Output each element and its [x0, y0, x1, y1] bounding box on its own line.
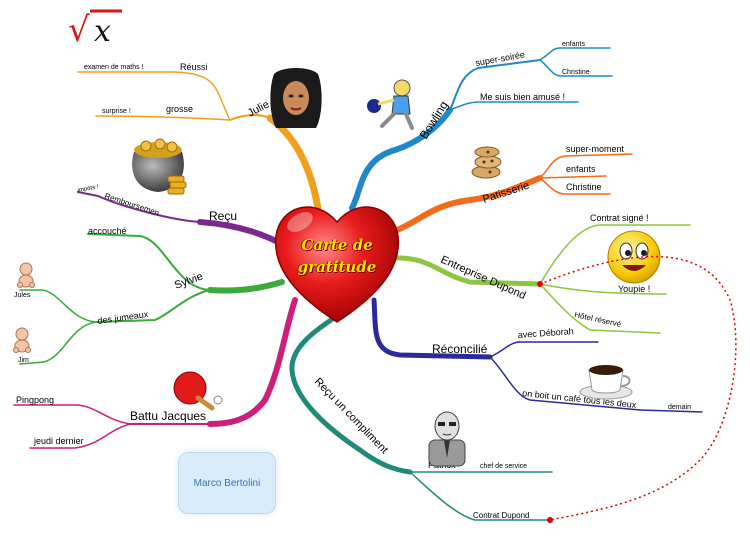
sylvie-accouche: accouché	[88, 226, 127, 236]
patisserie-label: Patisserie	[481, 180, 531, 206]
julie-reussi: Réussi	[180, 62, 208, 72]
battu-pingpong: Pingpong	[16, 395, 54, 405]
author-name: Marco Bertolini	[193, 477, 261, 489]
branch-entreprise[interactable]	[389, 224, 691, 334]
sylvie-jumeaux: des jumeaux	[97, 309, 149, 326]
bowling-amuse: Me suis bien amusé !	[480, 92, 565, 102]
branch-battu[interactable]	[13, 297, 298, 449]
reconcilie-label: Réconcilié	[432, 342, 488, 356]
variable-x: x	[94, 14, 111, 49]
businessman-icon	[428, 411, 466, 467]
baby-icon	[13, 327, 31, 353]
recu-remboursement: Remboursemen	[103, 191, 160, 217]
entreprise-youpie: Youpie !	[618, 284, 650, 294]
sylvie-jim: Jim	[18, 357, 29, 364]
author-note: Marco Bertolini	[178, 452, 276, 514]
patisserie-christine: Christine	[566, 182, 602, 192]
cookies-icon	[471, 146, 502, 179]
patisserie-moment: super-moment	[566, 144, 625, 154]
branch-reconcilie[interactable]	[371, 297, 703, 413]
branch-patisserie[interactable]	[389, 153, 633, 235]
reconcilie-demain: demain	[668, 404, 691, 411]
recu-impots: impôts !	[77, 184, 99, 194]
coffee-cup-icon	[579, 365, 633, 400]
recu-label: Reçu	[209, 209, 237, 223]
bowling-christine: Christine	[562, 69, 590, 76]
square-root-logo: √ x	[68, 9, 122, 49]
branch-bowling[interactable]	[349, 47, 613, 211]
compliment-chef: chef de service	[480, 463, 527, 470]
compliment-contrat: Contrat Dupond	[473, 511, 529, 520]
entreprise-hotel: Hôtel réservé	[574, 310, 623, 329]
branch-sylvie[interactable]	[19, 233, 285, 365]
bowling-enfants: enfants	[562, 41, 585, 48]
woman-face-icon	[270, 68, 322, 128]
sylvie-jules: Jules	[14, 292, 31, 299]
battu-jeudi: jeudi dernier	[33, 436, 84, 446]
battu-label: Battu Jacques	[130, 409, 206, 423]
julie-examen: examen de maths !	[84, 64, 144, 71]
entreprise-contrat: Contrat signé !	[590, 213, 649, 223]
money-pot-icon	[132, 138, 187, 195]
bowler-icon	[367, 79, 414, 130]
julie-grosse: grosse	[166, 104, 193, 114]
smiley-icon	[607, 230, 661, 284]
baby-icon	[17, 262, 35, 288]
square-root-symbol: √	[68, 10, 90, 49]
reconcilie-deborah: avec Déborah	[517, 326, 574, 340]
ping-pong-paddle-icon	[173, 371, 223, 411]
link-end-dot	[547, 517, 553, 523]
relationship-link[interactable]	[539, 255, 737, 521]
link-start-dot	[537, 281, 543, 287]
central-heart[interactable]	[274, 206, 400, 323]
branch-compliment[interactable]	[289, 303, 553, 521]
julie-surprise: surprise !	[102, 108, 131, 115]
patisserie-enfants: enfants	[566, 164, 596, 174]
